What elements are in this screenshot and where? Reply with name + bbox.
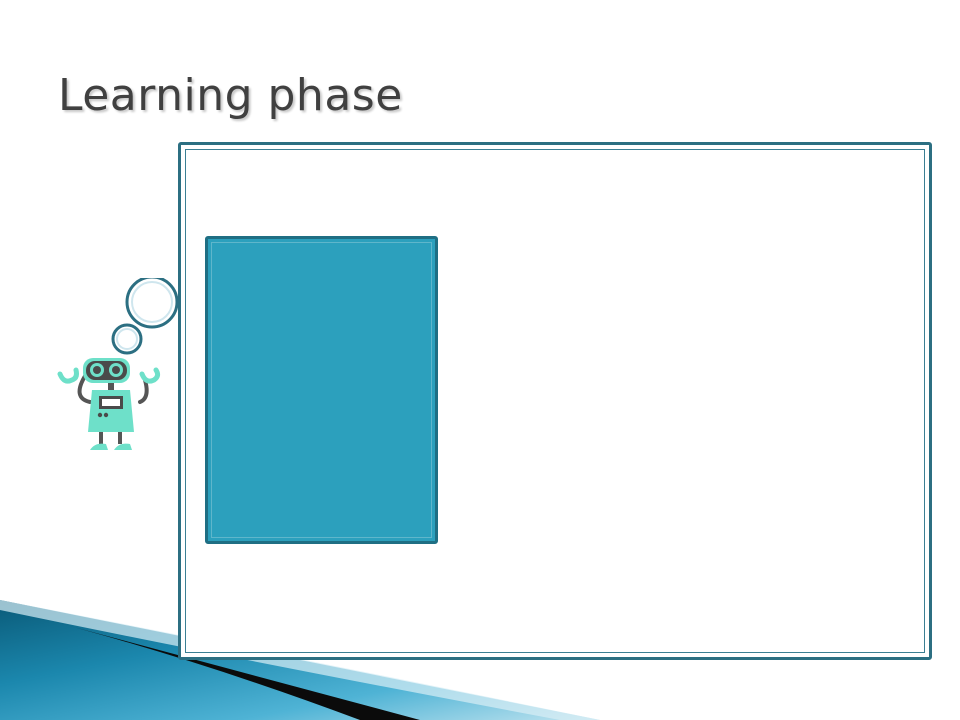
robot-icon bbox=[57, 278, 179, 450]
slide-title: Learning phase bbox=[58, 70, 403, 121]
blue-card bbox=[205, 236, 438, 544]
content-frame-inner-border bbox=[185, 149, 925, 653]
blue-card-inner-border bbox=[211, 242, 432, 538]
thought-bubble-icon bbox=[111, 278, 179, 355]
corner-wave-decoration bbox=[0, 600, 600, 720]
